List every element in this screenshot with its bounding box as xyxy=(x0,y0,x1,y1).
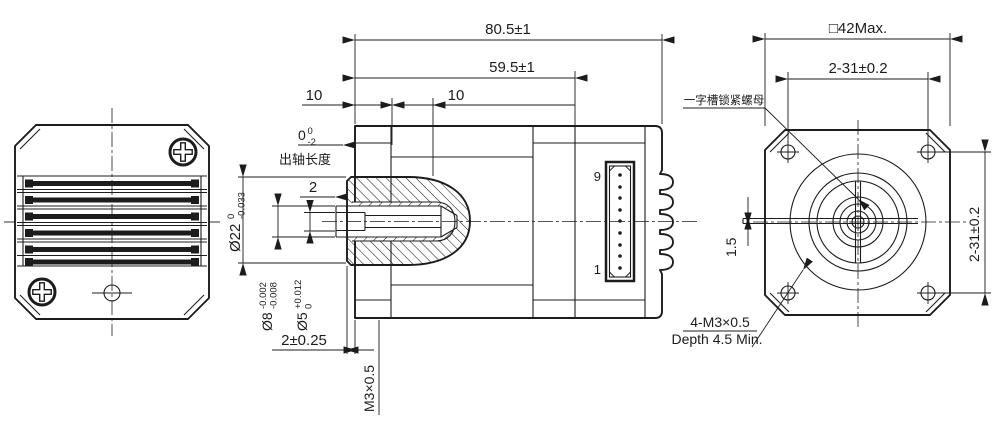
svg-text:-0.002: -0.002 xyxy=(258,282,269,309)
svg-text:-0.033: -0.033 xyxy=(237,192,248,219)
dim-hole-pitch-horizontal: 2-31±0.2 xyxy=(828,60,887,77)
svg-text:0: 0 xyxy=(304,304,315,309)
svg-text:-2: -2 xyxy=(308,137,316,148)
svg-text:0: 0 xyxy=(308,126,313,137)
pin-number-top: 9 xyxy=(594,169,601,184)
lock-nut-callout-text: 一字槽锁紧螺母 xyxy=(684,93,765,107)
svg-text:Ø8: Ø8 xyxy=(259,312,275,331)
dim-shaft-tip: 2 xyxy=(309,179,317,196)
lock-nut-slot xyxy=(742,181,918,263)
dim-body-length: 59.5±1 xyxy=(489,59,535,76)
rear-housing-outline xyxy=(14,124,210,320)
connector-pins xyxy=(618,173,622,270)
front-view-dimensions: □42Max. 2-31±0.2 2-31±0.2 1.5 一字槽锁紧螺母 4-… xyxy=(671,20,991,348)
front-view: □42Max. 2-31±0.2 2-31±0.2 1.5 一字槽锁紧螺母 4-… xyxy=(671,20,991,348)
phillips-screw-top-right xyxy=(168,137,198,167)
shaft-section-detail xyxy=(335,205,458,238)
dia-shaft-dim: Ø8 -0.002 -0.008 xyxy=(258,282,280,331)
svg-text:Ø5: Ø5 xyxy=(294,312,310,331)
svg-text:1.5: 1.5 xyxy=(723,237,739,257)
dim-pilot-step: 2±0.25 xyxy=(281,332,327,349)
svg-text:2-31±0.2: 2-31±0.2 xyxy=(966,207,982,262)
svg-text:0: 0 xyxy=(298,127,306,143)
front-flange-outline xyxy=(764,129,951,316)
svg-text:0: 0 xyxy=(226,214,237,219)
rear-view xyxy=(4,108,220,336)
dia-knob-dim: Ø22 0 -0.033 xyxy=(226,192,248,252)
svg-text:M3×0.5: M3×0.5 xyxy=(361,365,377,412)
dim-hole-pitch-vertical: 2-31±0.2 xyxy=(966,207,982,262)
dim-mid-segment: 10 xyxy=(448,87,465,104)
mounting-thread-callout: 4-M3×0.5 Depth 4.5 Min. xyxy=(671,257,813,348)
mount-thread-text: 4-M3×0.5 xyxy=(690,314,750,330)
shaft-thread-label: M3×0.5 xyxy=(361,365,377,412)
dim-front-segment: 10 xyxy=(306,87,323,104)
lock-nut-callout: 一字槽锁紧螺母 xyxy=(683,93,870,211)
shaft-length-tolerance: 0 0 -2 xyxy=(298,126,316,148)
dim-slot-width: 1.5 xyxy=(723,237,739,257)
shaft-length-label: 出轴长度 xyxy=(279,152,331,167)
mount-thread-depth-text: Depth 4.5 Min. xyxy=(671,331,762,347)
svg-text:Ø22: Ø22 xyxy=(227,224,244,252)
dia-bore-dim: Ø5 +0.012 0 xyxy=(293,280,315,331)
shaft-knob-section xyxy=(335,176,471,266)
motor-body-outline xyxy=(354,125,674,319)
svg-text:+0.012: +0.012 xyxy=(293,280,304,309)
dim-overall-length: 80.5±1 xyxy=(485,21,531,38)
pin-number-bottom: 1 xyxy=(594,262,601,277)
phillips-screw-bottom-left xyxy=(27,277,57,307)
svg-text:-0.008: -0.008 xyxy=(269,282,280,309)
side-view-dimensions: 80.5±1 59.5±1 10 10 0 0 -2 出轴长度 2 Ø22 0 … xyxy=(226,21,675,415)
side-section-view: 9 1 xyxy=(226,21,700,415)
dim-frame-size: □42Max. xyxy=(829,20,887,37)
